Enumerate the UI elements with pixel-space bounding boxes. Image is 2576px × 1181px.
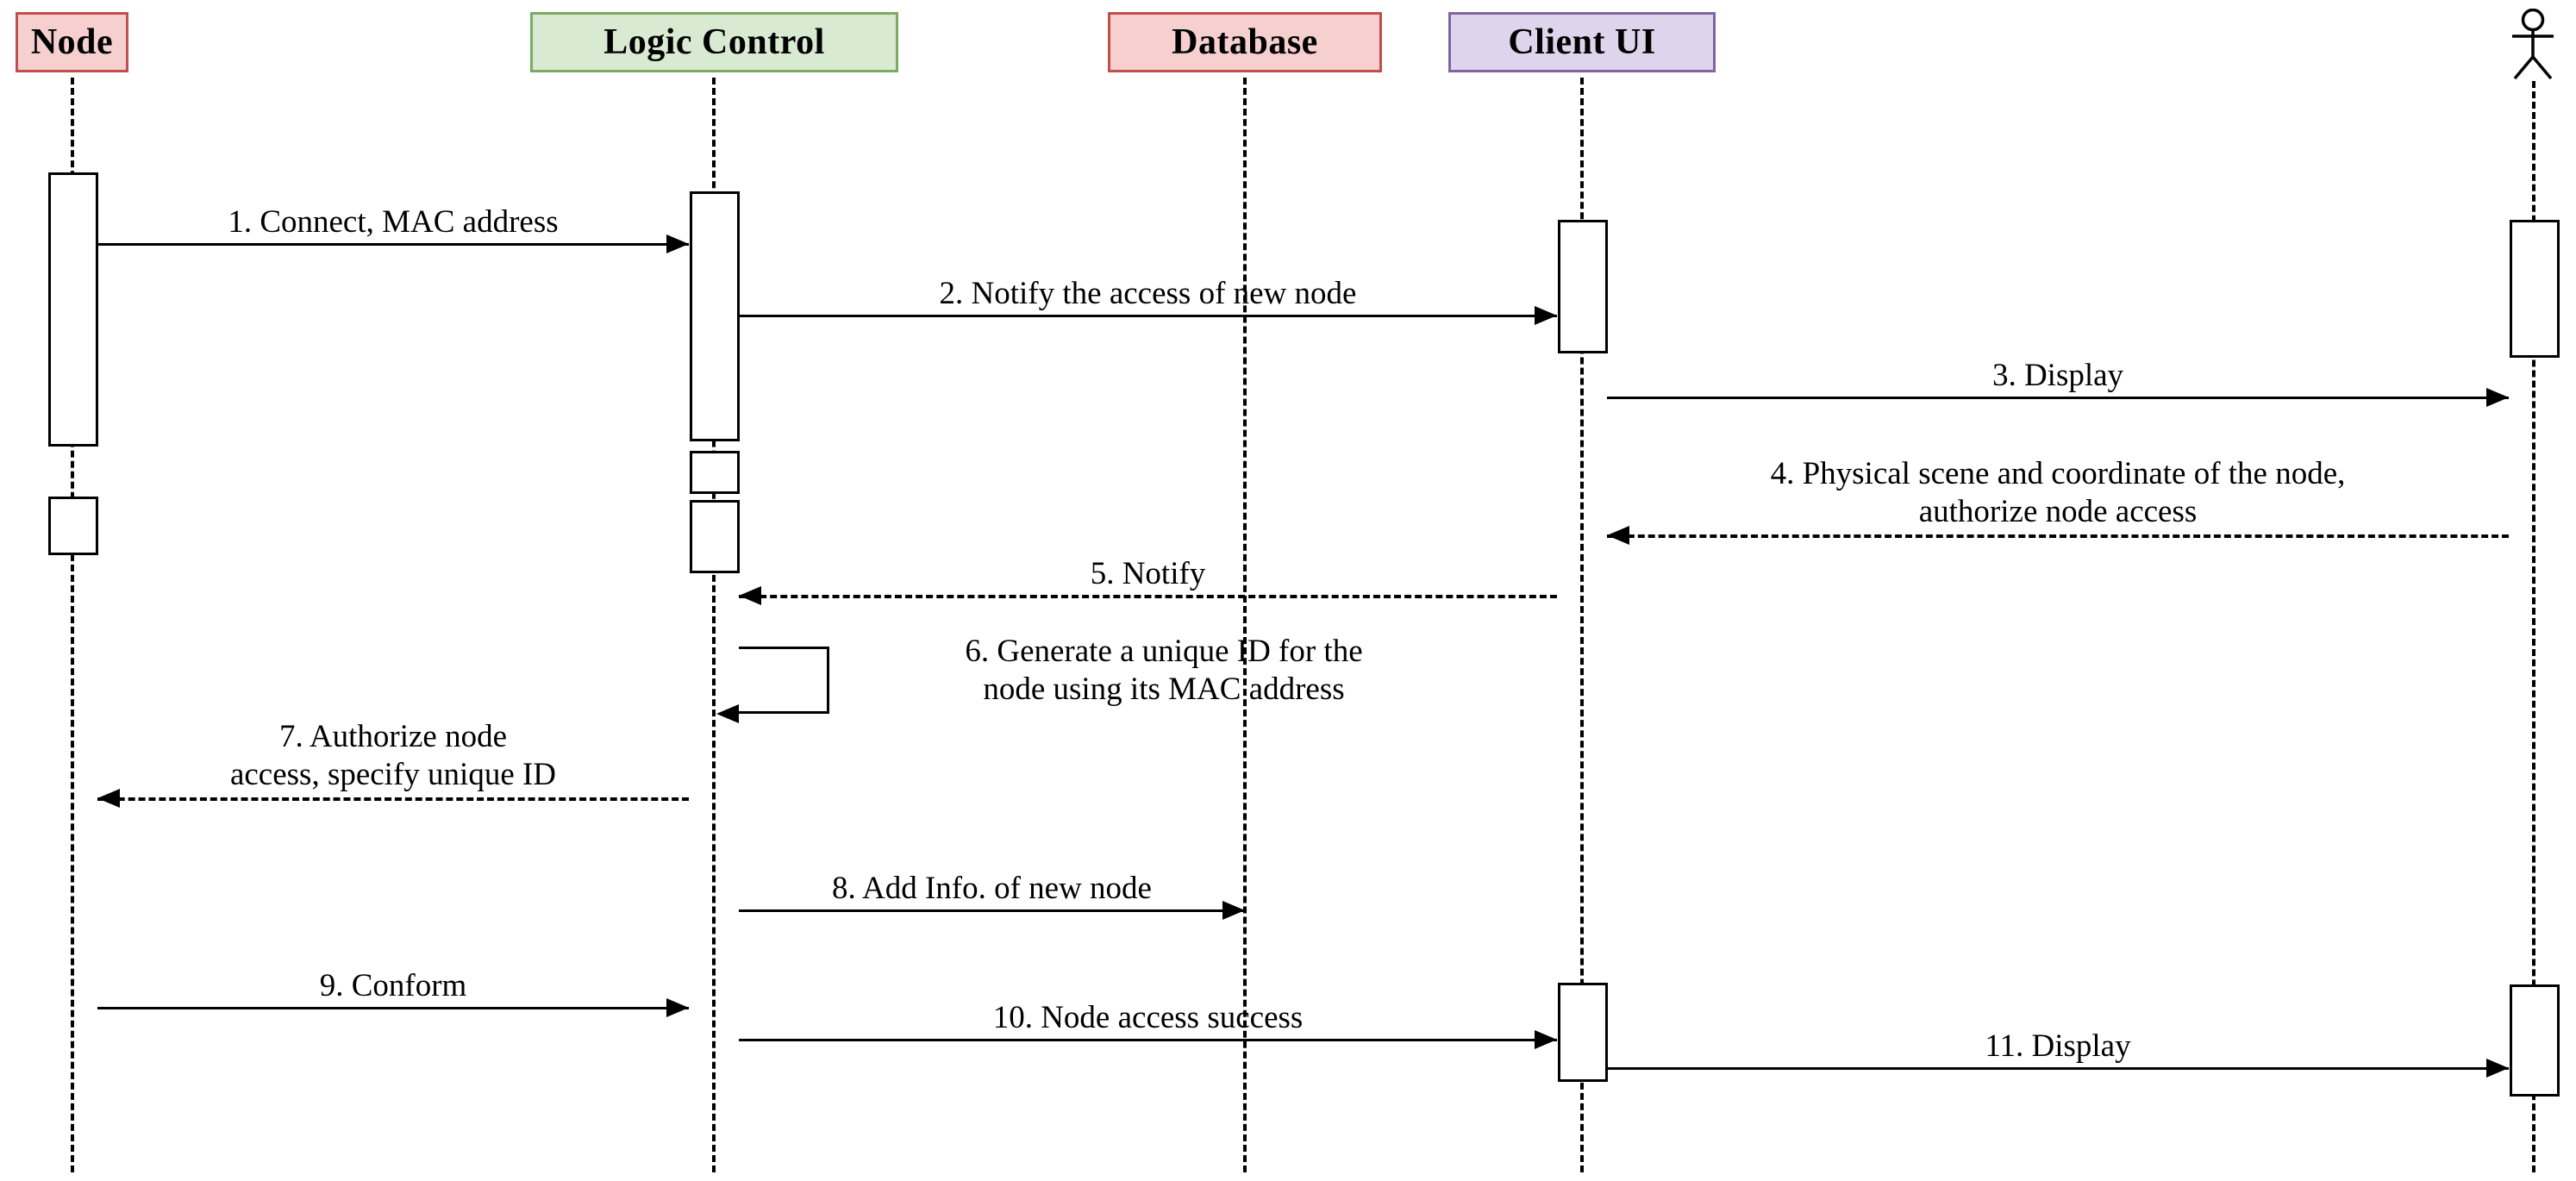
message-arrowhead-5 (739, 586, 761, 605)
message-arrowhead-8 (1222, 901, 1245, 920)
message-arrowhead-7 (97, 789, 120, 808)
message-label-4: 4. Physical scene and coordinate of the … (1770, 456, 2346, 529)
activation-bar-client_ui (1558, 983, 1608, 1082)
activation-bar-logic_control (690, 191, 740, 441)
message-arrowhead-1 (666, 234, 689, 253)
message-line-4 (1607, 534, 2509, 538)
self-message-6-path (739, 647, 829, 714)
activation-bar-node (48, 497, 98, 555)
message-label-8: 8. Add Info. of new node (832, 871, 1152, 906)
message-line-9 (97, 1007, 689, 1009)
message-arrowhead-9 (666, 998, 689, 1017)
activation-bar-node (48, 172, 98, 447)
lifeline-client-ui (1580, 78, 1584, 1172)
participant-node[interactable]: Node (16, 12, 128, 72)
message-label-3: 3. Display (1991, 358, 2124, 393)
activation-bar-actor (2510, 220, 2560, 358)
activation-bar-logic_control (690, 500, 740, 573)
message-arrowhead-10 (1535, 1030, 1557, 1049)
participant-node-label: Node (30, 22, 114, 62)
lifeline-actor (2532, 81, 2535, 1172)
message-line-2 (739, 315, 1557, 317)
activation-bar-actor (2510, 984, 2560, 1097)
message-arrowhead-4 (1607, 526, 1629, 545)
actor-stick-figure-icon (2512, 8, 2554, 80)
lifeline-database (1243, 78, 1247, 1172)
message-label-5: 5. Notify (1090, 556, 1206, 591)
participant-logic-control[interactable]: Logic Control (530, 12, 898, 72)
message-line-11 (1607, 1067, 2509, 1070)
lifeline-node (71, 78, 74, 1172)
self-message-6-arrowhead (716, 704, 739, 723)
message-label-1: 1. Connect, MAC address (228, 204, 559, 240)
message-label-9: 9. Conform (319, 968, 467, 1003)
message-line-1 (97, 243, 689, 246)
participant-logic-control-label: Logic Control (603, 22, 825, 62)
message-label-7: 7. Authorize node access, specify unique… (229, 719, 557, 792)
participant-client-ui[interactable]: Client UI (1448, 12, 1716, 72)
message-arrowhead-2 (1535, 306, 1557, 325)
message-line-5 (739, 595, 1557, 598)
message-line-10 (739, 1039, 1557, 1041)
participant-actor[interactable] (2500, 8, 2560, 80)
message-line-7 (97, 797, 689, 801)
participant-database[interactable]: Database (1108, 12, 1382, 72)
message-label-10: 10. Node access success (992, 1000, 1304, 1035)
activation-bar-client_ui (1558, 220, 1608, 353)
message-label-2: 2. Notify the access of new node (939, 276, 1357, 311)
message-arrowhead-11 (2486, 1059, 2509, 1078)
participant-client-ui-label: Client UI (1508, 22, 1656, 62)
message-arrowhead-3 (2486, 388, 2509, 407)
message-line-8 (739, 909, 1245, 912)
message-line-3 (1607, 397, 2509, 399)
lifeline-logic-control (712, 78, 716, 1172)
message-label-11: 11. Display (1985, 1028, 2131, 1064)
participant-database-label: Database (1172, 22, 1318, 62)
activation-bar-logic_control (690, 451, 740, 494)
message-label-6: 6. Generate a unique ID for the node usi… (965, 634, 1363, 707)
